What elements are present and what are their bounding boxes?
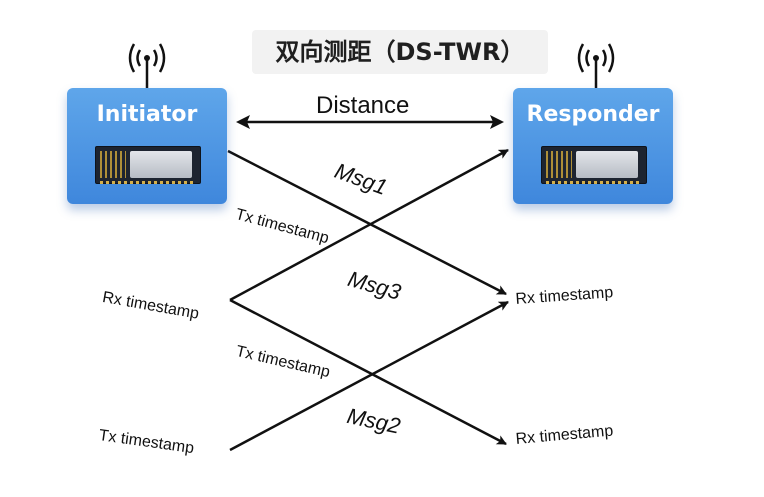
initiator-module-icon [95,146,201,184]
msg2-arrow [229,298,507,446]
diagram-title: 双向测距（DS-TWR） [275,38,525,66]
initiator-label: Initiator [96,102,198,127]
distance-label: Distance [316,92,410,119]
initiator-antenna-icon [128,43,166,88]
responder-label: Responder [526,102,660,127]
responder-device: Responder [513,88,673,204]
msg1-arrow [227,149,507,296]
final-tx-arrow [229,300,509,452]
title-background [252,30,548,74]
responder-antenna-icon [577,43,615,88]
responder-module-icon [541,146,647,184]
msg3-arrow [229,148,509,302]
initiator-device: Initiator [67,88,227,204]
distance-arrow [236,115,504,129]
